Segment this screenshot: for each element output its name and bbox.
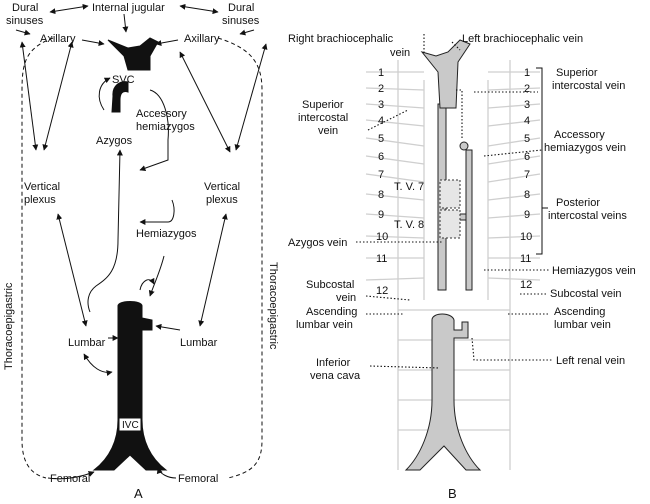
dural-sinuses-right-line2: sinuses [222, 15, 260, 27]
accessory-hemiazygos-b-end [459, 141, 469, 151]
dural-sinuses-right-line1: Dural [228, 2, 254, 14]
rib-numbers-left: 1 2 3 4 5 6 7 8 9 10 11 12 [376, 67, 388, 297]
ascending-lumbar-right-line1: Ascending [554, 306, 605, 318]
subcostal-left-line1: Subcostal [306, 279, 354, 291]
azygos-arch-shape [111, 81, 129, 113]
svc-label: SVC [112, 74, 135, 86]
tv7-label: T. V. 7 [394, 181, 424, 193]
accessory-hemiazygos-a-line2: hemiazygos [136, 121, 195, 133]
panel-a-arrows [15, 3, 268, 480]
thoracoepigastric-left-path [21, 37, 54, 479]
thoracoepigastric-right-label: Thoracoepigastric [267, 262, 279, 350]
hemiazygos-vein-shape [465, 149, 473, 291]
thoracoepigastric-left-label: Thoracoepigastric [3, 282, 15, 370]
rib-num-left-12: 12 [376, 285, 388, 297]
accessory-hemiazygos-b-line1: Accessory [554, 129, 605, 141]
panel-a-letter: A [134, 486, 143, 501]
thoracoepigastric-right-path [217, 37, 263, 479]
azygos-a-label: Azygos [96, 135, 133, 147]
ascending-lumbar-left-line1: Ascending [306, 306, 357, 318]
rib-num-left-1: 1 [378, 67, 384, 79]
tv8-label: T. V. 8 [394, 219, 424, 231]
rib-num-right-3: 3 [524, 99, 530, 111]
ivc-shape [92, 301, 168, 471]
panel-b-leaders [356, 34, 552, 369]
vertical-plexus-left-line1: Vertical [24, 181, 60, 193]
rib-num-left-10: 10 [376, 231, 388, 243]
ivc-label-box [118, 417, 142, 432]
superior-intercostal-left-line1: Superior [302, 99, 344, 111]
rib-num-right-2: 2 [524, 83, 530, 95]
ascending-lumbar-left-line2: lumbar vein [296, 319, 353, 331]
femoral-right-label: Femoral [178, 473, 218, 485]
lumbar-left-label: Lumbar [68, 337, 106, 349]
vertical-plexus-right-line1: Vertical [204, 181, 240, 193]
tv8-block [439, 209, 461, 239]
axillary-right-label: Axillary [184, 33, 220, 45]
accessory-hemiazygos-b-line2: hemiazygos vein [544, 142, 626, 154]
dural-sinuses-left-line2: sinuses [6, 15, 44, 27]
rib-numbers-right: 1 2 3 4 5 6 7 8 9 10 11 12 [520, 67, 532, 291]
rib-num-left-5: 5 [378, 133, 384, 145]
left-brachiocephalic-label: Left brachiocephalic vein [462, 33, 583, 45]
rib-num-left-2: 2 [378, 83, 384, 95]
rib-num-left-6: 6 [378, 151, 384, 163]
subcostal-right-label: Subcostal vein [550, 288, 622, 300]
svc-shape [107, 37, 159, 71]
right-brachiocephalic-line2: vein [390, 47, 410, 59]
internal-jugular-label: Internal jugular [92, 2, 165, 14]
vertical-plexus-right-line2: plexus [206, 194, 238, 206]
axillary-left-label: Axillary [40, 33, 76, 45]
ivc-b-line2: vena cava [310, 370, 361, 382]
rib-num-right-8: 8 [524, 189, 530, 201]
superior-intercostal-left-line2: intercostal [298, 112, 348, 124]
femoral-left-label: Femoral [50, 473, 90, 485]
ivc-b-shape [404, 313, 482, 471]
superior-intercostal-right-line2: intercostal vein [552, 80, 625, 92]
panel-b-letter: B [448, 486, 457, 501]
rib-num-right-7: 7 [524, 169, 530, 181]
hemiazygos-a-label: Hemiazygos [136, 228, 197, 240]
vertebral-column [397, 60, 511, 470]
left-renal-vein-label: Left renal vein [556, 355, 625, 367]
rib-num-right-4: 4 [524, 115, 530, 127]
rib-num-right-11: 11 [520, 253, 531, 265]
rib-num-left-3: 3 [378, 99, 384, 111]
rib-num-left-7: 7 [378, 169, 384, 181]
rib-num-left-9: 9 [378, 209, 384, 221]
rib-num-left-8: 8 [378, 189, 384, 201]
rib-num-right-6: 6 [524, 151, 530, 163]
panel-b: 1 2 3 4 5 6 7 8 9 10 11 12 1 2 3 4 5 6 7… [288, 33, 636, 501]
rib-num-right-5: 5 [524, 133, 530, 145]
subcostal-left-line2: vein [336, 292, 356, 304]
svc-b-shape [420, 39, 471, 109]
posterior-intercostal-line2: intercostal veins [548, 210, 627, 222]
rib-num-left-4: 4 [378, 115, 384, 127]
panel-a: Dural sinuses Internal jugular Dural sin… [3, 2, 279, 501]
azygos-vein-b-label: Azygos vein [288, 237, 347, 249]
superior-intercostal-right-line1: Superior [556, 67, 598, 79]
accessory-hemiazygos-a-line1: Accessory [136, 108, 187, 120]
ivc-a-label: IVC [122, 420, 139, 431]
hemiazygos-vein-b-label: Hemiazygos vein [552, 265, 636, 277]
lumbar-right-label: Lumbar [180, 337, 218, 349]
rib-num-left-11: 11 [376, 253, 387, 265]
rib-num-right-1: 1 [524, 67, 530, 79]
rib-num-right-12: 12 [520, 279, 532, 291]
rib-num-right-10: 10 [520, 231, 532, 243]
posterior-intercostal-line1: Posterior [556, 197, 600, 209]
ivc-b-line1: Inferior [316, 357, 351, 369]
rib-num-right-9: 9 [524, 209, 530, 221]
vertical-plexus-left-line2: plexus [24, 194, 56, 206]
posterior-intercostal-bracket [536, 67, 543, 255]
right-brachiocephalic-line1: Right brachiocephalic [288, 33, 394, 45]
ascending-lumbar-right-line2: lumbar vein [554, 319, 611, 331]
superior-intercostal-left-line3: vein [318, 125, 338, 137]
tv7-block [439, 179, 461, 209]
accessory-hemiazygos-b-path [456, 89, 463, 140]
dural-sinuses-left-line1: Dural [12, 2, 38, 14]
